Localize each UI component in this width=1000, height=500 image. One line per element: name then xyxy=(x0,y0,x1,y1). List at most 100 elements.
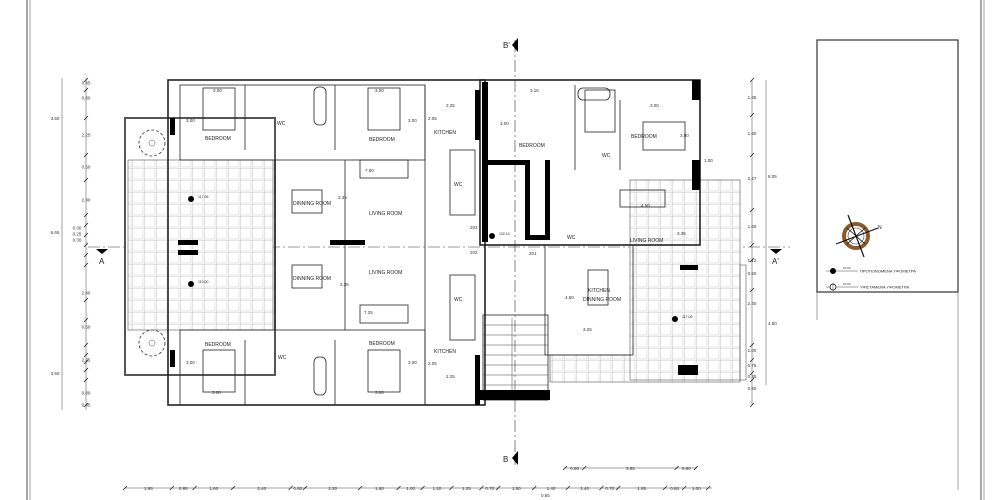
bed-icon xyxy=(202,87,236,131)
dimension-tick xyxy=(674,465,679,471)
dimension-tick xyxy=(749,357,755,363)
dimension-value: 0.50 xyxy=(748,271,757,276)
dimension-tick xyxy=(749,370,755,376)
bathtub-icon xyxy=(313,86,327,126)
d202-label: 202 xyxy=(470,250,478,255)
dimension-tick xyxy=(531,485,537,491)
proposed-value-label: ±0.00 xyxy=(843,266,851,270)
dimension-value: 1.40 xyxy=(547,486,556,491)
ul-bed2-w-label: 3.00 xyxy=(375,88,384,93)
dimension-value: 0.80 xyxy=(82,391,91,396)
dimension-value: 2.25 xyxy=(82,133,91,138)
dining-label: DINNING ROOM xyxy=(583,297,621,303)
section-a-right: A' xyxy=(772,257,779,266)
dimension-tick xyxy=(83,232,89,238)
proposed-label-label: ΠΡΟΤΕΙΝΟΜΕΝΑ ΥΨΟΜΕΤΡΑ xyxy=(860,269,916,274)
kitchen-label: KITCHEN xyxy=(588,288,610,294)
sheet-frame xyxy=(26,0,985,500)
dimension-tick xyxy=(192,485,197,491)
dimension-tick xyxy=(681,485,687,491)
dimension-tick xyxy=(749,112,755,118)
bedroom1-label: BEDROOM xyxy=(519,143,545,149)
dimension-value: 1.40 xyxy=(580,486,589,491)
terrace-right-label: 117.06 xyxy=(682,315,692,319)
ll-kit-w-label: 2.25 xyxy=(446,374,455,379)
dimension-value: 3.85 xyxy=(626,466,635,471)
terrace-lower-label: 110.00 xyxy=(198,280,208,284)
bed-icon xyxy=(584,89,616,133)
level-marker-icon xyxy=(672,316,678,322)
dimension-tick xyxy=(83,317,89,323)
existing-label-label: ΥΦΙΣΤΑΜΕΝΑ ΥΨΟΜΕΤΡΑ xyxy=(860,285,909,290)
wc2-label: WC xyxy=(454,297,463,303)
dimension-value: 2.40 xyxy=(748,301,757,306)
dimension-value: 3.50 xyxy=(51,116,60,121)
legend-panel: N ±0.00 ΠΡΟΤΕΙΝΟΜΕΝΑ ΥΨΟΜΕΤΡΑ ±0.00 ΥΦΙΣ… xyxy=(816,39,959,490)
dimension-value: 1.60 xyxy=(375,486,384,491)
bedroom1-label: BEDROOM xyxy=(205,136,231,142)
ll-bed1-h-label: 3.00 xyxy=(186,360,195,365)
proposed-level-icon xyxy=(830,268,836,274)
dimension-tick xyxy=(581,465,587,471)
north-label: N xyxy=(878,225,882,231)
dimension-value: 0.80 xyxy=(570,466,579,471)
dimension-value: 1.60 xyxy=(748,131,757,136)
section-b-bottom: B xyxy=(503,455,508,464)
plant-icon xyxy=(138,129,166,157)
dimension-tick xyxy=(122,485,128,491)
dimension-value: 8.05 xyxy=(768,174,777,179)
dimension-value: 1.45 xyxy=(748,95,757,100)
bedroom2-label: BEDROOM xyxy=(631,134,657,140)
dimension-tick xyxy=(749,77,755,83)
dimension-value: 1.60 xyxy=(209,486,218,491)
living-label: LIVING ROOM xyxy=(369,270,402,276)
level-marker-icon xyxy=(489,233,495,239)
dimension-tick xyxy=(749,207,755,213)
ll-living-h-label: 3.35 xyxy=(340,282,349,287)
dimension-tick xyxy=(83,352,89,358)
r-living-w-label: 4.50 xyxy=(641,203,650,208)
dimension-value: 0.25 xyxy=(73,232,82,237)
dimension-value: 2.30 xyxy=(328,486,337,491)
dimension-value: 2.40 xyxy=(82,198,91,203)
ul-living-w-label: 7.50 xyxy=(365,168,374,173)
bed-icon xyxy=(202,349,236,393)
dimension-tick xyxy=(83,152,89,158)
dimension-tick xyxy=(749,377,755,383)
dimension-value: 0.50 xyxy=(82,325,91,330)
dimension-value: 0.30 xyxy=(73,226,82,231)
dimension-tick xyxy=(83,242,89,248)
dimension-value: 0.80 xyxy=(82,96,91,101)
dimension-value: 1.95 xyxy=(637,486,646,491)
dimension-value: 0.80 xyxy=(682,466,691,471)
ul-kit-h-label: 2.05 xyxy=(428,116,437,121)
dimension-tick xyxy=(693,465,699,471)
left-terrace xyxy=(127,159,274,331)
dimension-value: 6.65 xyxy=(51,230,60,235)
ll-bed2-h-label: 3.00 xyxy=(408,360,417,365)
dimension-value: 2.40 xyxy=(82,291,91,296)
dimension-tick xyxy=(662,485,668,491)
bathtub-icon xyxy=(577,87,611,101)
dimension-value: 0.45 xyxy=(82,81,91,86)
dimension-value: 0.60 xyxy=(293,486,302,491)
north-compass-icon: N xyxy=(835,214,882,258)
dimension-tick xyxy=(749,287,755,293)
dimension-tick xyxy=(169,485,175,491)
dimension-value: 1.50 xyxy=(512,486,521,491)
section-b-top: B' xyxy=(503,41,510,50)
ul-bed1-w-label: 3.00 xyxy=(213,88,222,93)
r-bed1-w-label: 3.15 xyxy=(530,88,539,93)
outer-dimensions: 0.55 0.450.802.250.502.400.300.250.302.4… xyxy=(51,77,777,498)
dimension-tick xyxy=(705,485,711,491)
dimension-tick xyxy=(230,485,236,491)
sofa-icon xyxy=(359,159,409,179)
right-terrace xyxy=(629,179,741,381)
wc-label: WC xyxy=(602,153,611,159)
staircase xyxy=(482,314,549,401)
existing-value-label: ±0.00 xyxy=(843,282,851,286)
dimension-tick xyxy=(562,465,568,471)
dimension-tick xyxy=(479,485,484,491)
dimension-value: 1.20 xyxy=(433,486,442,491)
dimension-value: 0.70 xyxy=(485,486,494,491)
